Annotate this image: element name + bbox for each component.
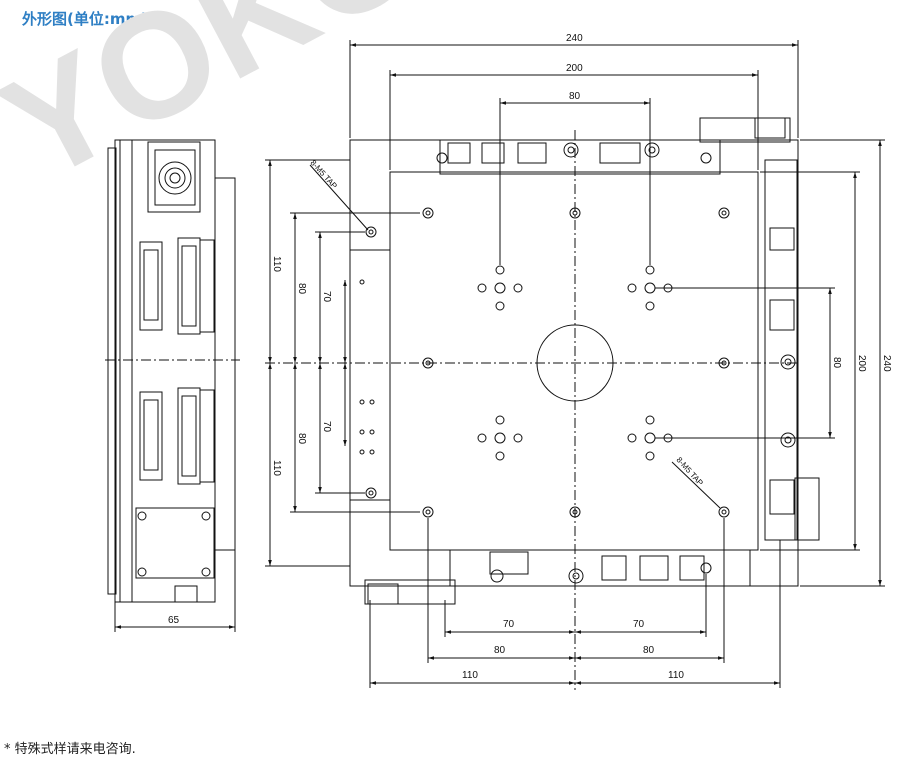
- tap-holes: [365, 207, 730, 518]
- left-dim-70-upper: 70: [321, 291, 332, 303]
- bottom-dim-80-left: 80: [494, 645, 506, 656]
- bottom-dim-70-right: 70: [633, 619, 645, 630]
- svg-text:YOKO: YOKO: [0, 0, 445, 213]
- top-dim-80: 80: [569, 91, 581, 102]
- footnote: * 特殊式样请来电咨询.: [4, 742, 136, 757]
- bottom-dim-80-right: 80: [643, 645, 655, 656]
- plan-view: [265, 40, 885, 690]
- right-dim-80: 80: [831, 357, 842, 369]
- bottom-dim-110-left: 110: [462, 670, 478, 681]
- tap-callout-lower: 8-M5 TAP: [675, 455, 705, 487]
- right-dim-200: 200: [856, 355, 867, 372]
- top-dim-240: 240: [566, 33, 583, 44]
- bottom-dim-110-right: 110: [668, 670, 684, 681]
- side-width-label: 65: [168, 615, 180, 626]
- tap-callout-upper: 8-M5 TAP: [309, 158, 339, 190]
- left-dim-110-lower: 110: [271, 460, 282, 476]
- page-title: 外形图(单位:mm): [22, 10, 148, 28]
- bottom-dim-70-left: 70: [503, 619, 515, 630]
- right-dim-240: 240: [881, 355, 892, 372]
- watermark: YOKO: [0, 0, 445, 213]
- left-dim-110-upper: 110: [271, 256, 282, 272]
- left-dim-80-lower: 80: [296, 433, 307, 445]
- left-dim-80-upper: 80: [296, 283, 307, 295]
- dimension-drawing: YOKO 65: [0, 0, 892, 690]
- top-dim-200: 200: [566, 63, 583, 74]
- side-view: [105, 139, 240, 632]
- left-dim-70-lower: 70: [321, 421, 332, 433]
